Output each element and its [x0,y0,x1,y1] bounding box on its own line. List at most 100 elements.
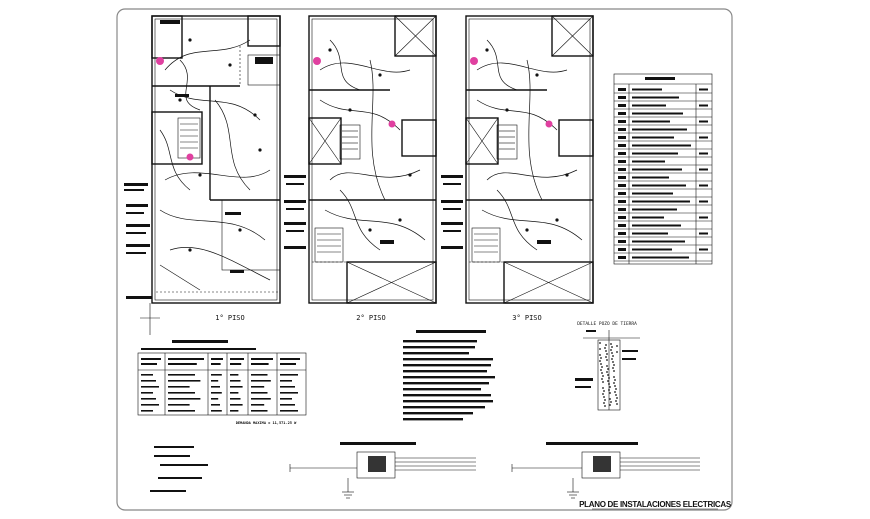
left-notes [150,446,208,492]
load-table-header-cell [211,358,223,360]
legend-text-line [632,184,686,187]
load-table-header-cell [141,358,161,360]
soil-dot [611,352,613,354]
soil-dot [610,349,612,351]
load-table-cell [168,410,195,412]
soil-dot [599,354,601,356]
legend-text-line [632,224,681,227]
load-table-cell [280,410,298,412]
legend-text-line [632,152,678,155]
legend-unit [699,104,708,107]
load-table-header-cell [251,358,273,360]
load-table-cell [230,380,241,382]
load-table-cell [251,392,268,394]
legend-text-line [632,208,677,211]
soil-dot [599,348,601,350]
load-table-cell [280,386,295,388]
legend-text-line [632,128,687,131]
legend-table [613,73,713,265]
load-table-cell [211,380,219,382]
soil-dot [602,375,604,377]
legend-symbol [618,160,626,163]
soil-dot [609,386,611,388]
soil-dot [613,364,615,366]
load-table-header-cell [280,363,296,365]
soil-dot [611,346,613,348]
legend-text-line [632,96,679,99]
note-line [403,376,495,379]
note-line [403,358,493,361]
note-line [403,388,481,391]
load-table-cell [280,404,295,406]
soil-dot [602,387,604,389]
load-table-cell [251,386,265,388]
soil-dot [601,372,603,374]
soil-dot [607,380,609,382]
soil-dot [615,394,617,396]
load-table-cell [141,410,153,412]
legend-text-line [632,248,672,251]
legend-symbol [618,200,626,203]
load-table-header-cell [230,363,242,365]
legend-text-line [632,176,669,179]
legend-text-line [632,88,662,91]
sheet-title: PLANO DE INSTALACIONES ELECTRICAS [579,500,732,509]
legend-text-line [632,160,665,163]
load-table-cell [280,374,298,376]
legend-symbol [618,184,626,187]
load-table-cell [141,392,153,394]
legend-symbol [618,248,626,251]
note-line [403,340,477,343]
soil-dot [614,379,616,381]
soil-dot [613,370,615,372]
load-table-cell [230,386,243,388]
soil-dot [611,358,613,360]
load-table-cell [280,380,292,382]
load-table-cell [230,392,239,394]
ground-well-detail: DETALLE POZO DE TIERRA [575,321,640,411]
load-table-cell [280,392,298,394]
legend-symbol [618,112,626,115]
legend-unit [699,184,708,187]
soil-dot [606,353,608,355]
legend-symbol [618,208,626,211]
soil-dot [612,367,614,369]
load-table-header-cell [168,358,204,360]
soil-dot [616,345,618,347]
soil-dot [612,361,614,363]
legend-unit [699,216,708,219]
legend-unit [699,88,708,91]
soil-dot [601,366,603,368]
soil-dot [612,355,614,357]
legend-symbol [618,176,626,179]
legend-text-line [632,216,664,219]
load-table-header-cell [141,363,157,365]
load-table: DEMANDA MAXIMA = 11,571.25 W [137,340,307,425]
load-table-cell [230,404,243,406]
soil-dot [607,368,609,370]
load-table-cell [211,404,220,406]
floor-plan-1 [124,15,281,335]
note-line [403,352,469,355]
legend-symbol [618,240,626,243]
load-table-cell [230,374,239,376]
note-line [403,412,473,415]
soil-dot [607,374,609,376]
soil-dot [606,365,608,367]
soil-dot [616,351,618,353]
soil-dot [601,378,603,380]
soil-dot [600,369,602,371]
legend-unit [699,248,708,251]
load-table-cell [141,374,153,376]
soil-dot [616,403,618,405]
soil-dot [605,350,607,352]
load-table-header-cell [230,358,244,360]
legend-symbol [618,192,626,195]
load-table-cell [168,386,190,388]
legend-unit [699,120,708,123]
legend-text-line [632,200,690,203]
floor-label-3: 3° PISO [512,314,542,322]
load-table-header-cell [211,363,221,365]
legend-symbol [618,256,626,259]
